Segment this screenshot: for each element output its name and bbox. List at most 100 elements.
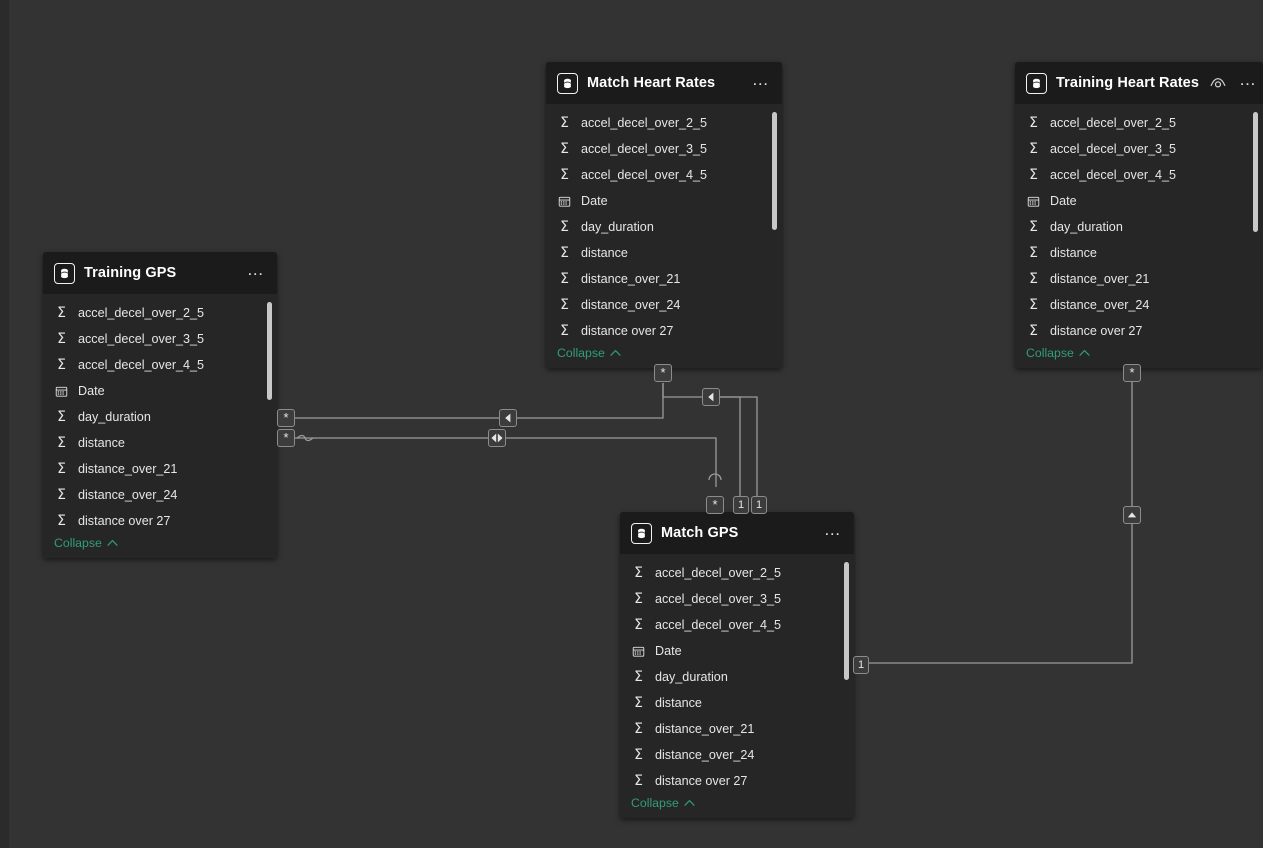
scrollbar-thumb[interactable] [844,562,849,680]
field-list-scrollbar[interactable] [772,108,777,356]
table-menu-button[interactable]: … [750,71,772,92]
collapse-button[interactable]: Collapse [546,344,782,368]
collapse-label: Collapse [631,795,679,810]
table-field-label: distance over 27 [581,324,674,338]
table-field-row[interactable]: Date [546,188,782,214]
relationship-badge-cardinality-one[interactable]: 1 [733,496,749,514]
table-field-label: distance [1050,246,1097,260]
table-field-label: distance_over_21 [581,272,681,286]
table-field-label: accel_decel_over_3_5 [78,332,205,346]
calendar-icon [54,384,69,399]
table-field-label: distance_over_24 [78,488,178,502]
relationship-badge-filter-single-left[interactable] [702,388,720,406]
table-field-label: distance_over_24 [581,298,681,312]
scrollbar-thumb[interactable] [267,302,272,400]
table-field-row[interactable]: Date [43,378,277,404]
sigma-icon: Σ [1029,115,1038,131]
chevron-up-icon [610,349,621,357]
relationship-badge-filter-bidirectional[interactable] [488,429,506,447]
relationship-badge-cardinality-many[interactable]: * [1123,364,1141,382]
field-list-scrollbar[interactable] [1253,108,1258,356]
table-field-label: Date [1050,194,1077,208]
collapse-button[interactable]: Collapse [1015,344,1263,368]
relationship-badge-cardinality-many[interactable]: * [654,364,672,382]
table-field-label: distance [581,246,628,260]
sigma-icon: Σ [57,435,66,451]
ellipsis-icon: … [1239,69,1258,89]
table-card-header-training-gps[interactable]: Training GPS… [43,252,277,294]
relationship-badge-cardinality-many[interactable]: * [277,429,295,447]
wire-traininggps-to-matchgps [295,437,717,487]
relationship-badge-cardinality-one[interactable]: 1 [751,496,767,514]
table-menu-button[interactable]: … [1237,69,1259,92]
eye-hidden-icon[interactable] [1208,73,1228,93]
table-field-label: day_duration [78,410,151,424]
collapse-button[interactable]: Collapse [620,794,854,818]
scrollbar-thumb[interactable] [1253,112,1258,232]
relationship-badge-cardinality-one[interactable]: 1 [853,656,869,674]
relationship-badge-filter-single-left[interactable] [499,409,517,427]
table-card-header-match-gps[interactable]: Match GPS… [620,512,854,554]
table-card-header-match-heart-rates[interactable]: Match Heart Rates… [546,62,782,104]
scrollbar-thumb[interactable] [772,112,777,230]
table-card-header-training-heart-rates[interactable]: Training Heart Rates … [1015,62,1263,104]
collapse-button[interactable]: Collapse [43,534,277,558]
relationship-badge-filter-single-up[interactable] [1123,506,1141,524]
table-field-row[interactable]: Date [620,638,854,664]
left-gutter [0,0,9,848]
table-field-row[interactable]: Date [1015,188,1263,214]
table-field-label: accel_decel_over_3_5 [1050,142,1177,156]
table-title: Training Heart Rates [1056,75,1200,91]
table-menu-button[interactable]: … [822,519,844,542]
field-list-scrollbar[interactable] [267,298,272,550]
table-menu-button[interactable]: … [245,261,267,282]
relationship-badge-cardinality-many[interactable]: * [277,409,295,427]
table-field-label: distance_over_24 [655,748,755,762]
table-field-label: distance_over_21 [1050,272,1150,286]
relationship-badge-label: 1 [755,498,763,511]
ellipsis-icon: … [823,519,842,539]
field-list-scrollbar[interactable] [844,558,849,806]
relationship-badge-cardinality-many[interactable]: * [706,496,724,514]
